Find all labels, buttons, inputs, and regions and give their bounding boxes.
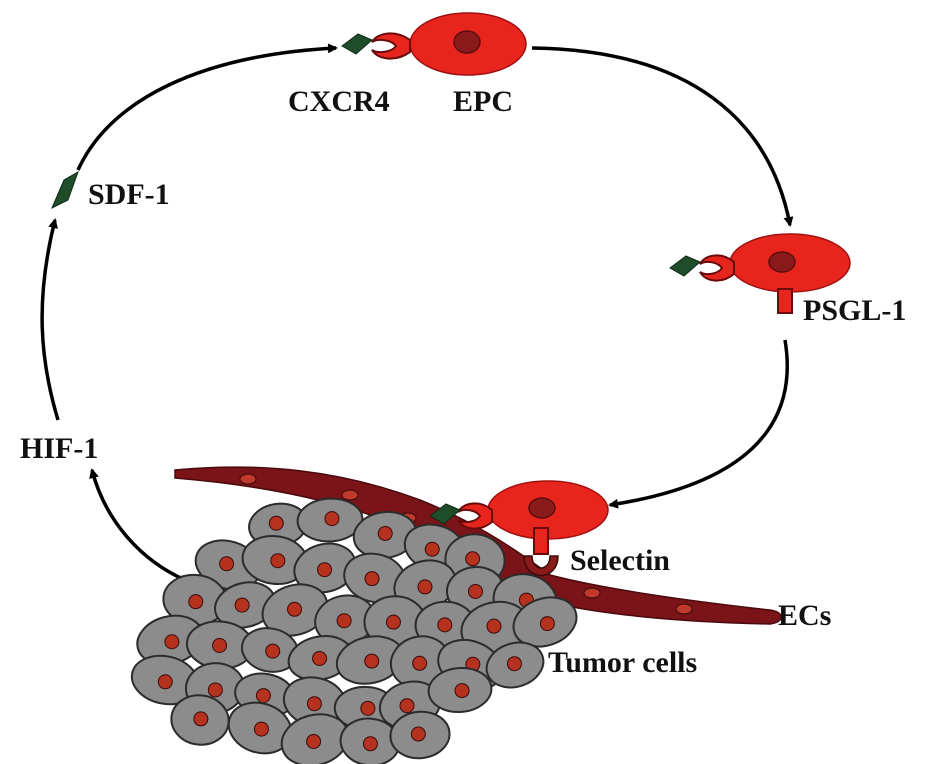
label-epc: EPC: [453, 85, 513, 118]
endothelial-nucleus: [583, 587, 601, 599]
cxcr4-receptor: [371, 32, 411, 60]
endothelial-nucleus: [341, 489, 359, 501]
arrow-sdf1-to-cxcr4: [76, 43, 338, 171]
tumor-nucleus: [417, 579, 433, 595]
tumor-nucleus: [539, 616, 555, 632]
tumor-nucleus: [255, 688, 271, 704]
endothelial-nucleus: [239, 473, 257, 485]
tumor-nucleus: [364, 571, 380, 587]
tumor-nucleus: [164, 634, 180, 650]
tumor-nucleus: [437, 617, 453, 633]
tumor-nucleus: [385, 614, 401, 630]
selectin-receptor: [523, 555, 559, 577]
label-ecs: ECs: [778, 599, 831, 632]
psgl1-ligand: [777, 288, 793, 314]
tumor-nucleus: [412, 655, 428, 671]
tumor-nucleus: [234, 597, 250, 613]
label-hif1: HIF-1: [20, 432, 98, 465]
arrow-epc-to-psgl1: [531, 46, 794, 227]
tumor-nucleus: [454, 683, 470, 699]
tumor-nucleus: [364, 653, 380, 669]
tumor-nucleus: [424, 541, 440, 557]
psgl1-ligand: [533, 527, 549, 555]
tumor-nucleus: [377, 525, 393, 541]
tumor-nucleus: [336, 613, 352, 629]
sdf1-bound-diamond: [341, 33, 373, 55]
tumor-nucleus: [268, 515, 284, 531]
epc-nucleus: [768, 251, 796, 273]
arrow-hif-to-sdf1: [40, 218, 60, 421]
tumor-nucleus: [324, 511, 340, 527]
tumor-nucleus: [157, 674, 173, 690]
label-selectin: Selectin: [570, 544, 670, 577]
tumor-nucleus: [465, 551, 481, 567]
label-sdf1: SDF-1: [88, 178, 170, 211]
tumor-nucleus: [360, 700, 376, 716]
tumor-nucleus: [265, 643, 281, 659]
cxcr4-receptor: [457, 502, 493, 530]
tumor-nucleus: [399, 698, 415, 714]
tumor-nucleus: [253, 721, 269, 737]
epc-nucleus: [453, 30, 481, 54]
tumor-nucleus: [317, 562, 333, 578]
sdf1-bound-diamond: [669, 255, 701, 277]
sdf1-bound-diamond: [429, 503, 461, 525]
epc-nucleus: [528, 497, 556, 519]
arrow-tumor-to-hif1: [89, 468, 186, 582]
tumor-nucleus: [212, 637, 228, 653]
tumor-nucleus: [287, 601, 303, 617]
arrow-psgl1-to-endothelium: [608, 339, 789, 509]
epc-circulating: [341, 12, 527, 76]
tumor-nucleus: [193, 711, 209, 727]
tumor-nucleus: [312, 650, 328, 666]
tumor-nucleus: [188, 594, 204, 610]
tumor-nucleus: [506, 656, 522, 672]
epc-adhering: [429, 480, 609, 577]
tumor-mass: [130, 497, 578, 764]
tumor-nucleus: [207, 682, 223, 698]
cxcr4-receptor: [699, 254, 735, 282]
tumor-nucleus: [219, 556, 235, 572]
tumor-nucleus: [306, 733, 322, 749]
tumor-nucleus: [467, 583, 483, 599]
sdf1-free-diamond: [51, 170, 79, 210]
tumor-nucleus: [362, 736, 378, 752]
tumor-nucleus: [410, 726, 426, 742]
endothelial-nucleus: [675, 603, 693, 615]
label-psgl1: PSGL-1: [803, 294, 906, 327]
tumor-nucleus: [270, 553, 286, 569]
epc-rolling: [669, 233, 851, 314]
label-cxcr4: CXCR4: [288, 85, 390, 118]
label-tumor-cells: Tumor cells: [548, 646, 697, 679]
tumor-nucleus: [486, 618, 502, 634]
tumor-nucleus: [306, 696, 322, 712]
